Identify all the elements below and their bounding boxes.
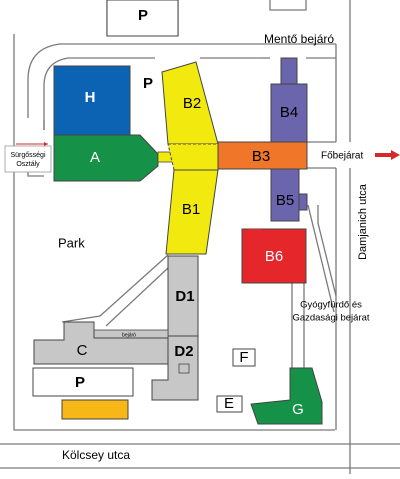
street-bottom-label: Kölcsey utca [62,448,130,462]
building-b4-entrance [280,57,298,85]
building-b1-label: B1 [182,201,200,218]
parking-top-label: P [138,7,148,24]
building-b5-annex [298,193,308,211]
parking-left-label: P [143,75,153,92]
park-label: Park [58,235,85,250]
building-c [33,321,169,365]
spa-entrance-line2: Gazdasági bejárat [292,313,369,324]
building-b5-label: B5 [276,192,294,209]
building-b2-label: B2 [183,95,201,112]
building-c-label: C [77,342,88,359]
building-b3 [217,141,308,170]
building-h-label: H [85,89,96,106]
building-b5 [270,168,300,222]
building-b1 [165,169,219,255]
building-d2 [151,335,199,401]
building-d1-label: D1 [175,288,194,305]
emergency-marker-box [4,145,52,173]
building-f-label: F [239,349,248,366]
main-entrance-arrow-icon [375,150,400,160]
building-b4 [270,83,308,143]
parking-main [32,367,134,397]
walkway-label: bejáró [122,332,136,338]
building-b-hub [167,143,219,171]
building-d2-small-box [178,363,190,374]
main-entrance-label: Főbejárat [321,151,363,162]
building-e [216,395,243,413]
building-b6-corner [248,229,262,237]
building-a-label: A [90,149,100,166]
spa-entrance-line1: Gyógyfürdő és [300,300,362,311]
building-b6 [241,228,307,284]
street-right-label: Damjanich utca [357,183,369,260]
building-g [250,367,323,425]
parking-top-building [106,0,179,37]
building-f [232,348,256,367]
parking-yellow-strip [61,399,129,420]
building-b4-label: B4 [280,104,298,121]
emergency-label-line1: Sürgősségi [10,152,45,159]
building-b6-label: B6 [265,248,283,265]
building-b3-label: B3 [252,148,270,165]
parking-main-label: P [75,374,85,391]
emergency-label-line2: Osztály [16,161,40,168]
building-a [53,134,159,182]
ambulance-entrance-label: Mentő bejáró [264,32,334,46]
building-e-label: E [224,395,234,412]
building-h [53,65,131,136]
building-g-label: G [292,401,304,418]
building-d2-label: D2 [174,343,193,360]
